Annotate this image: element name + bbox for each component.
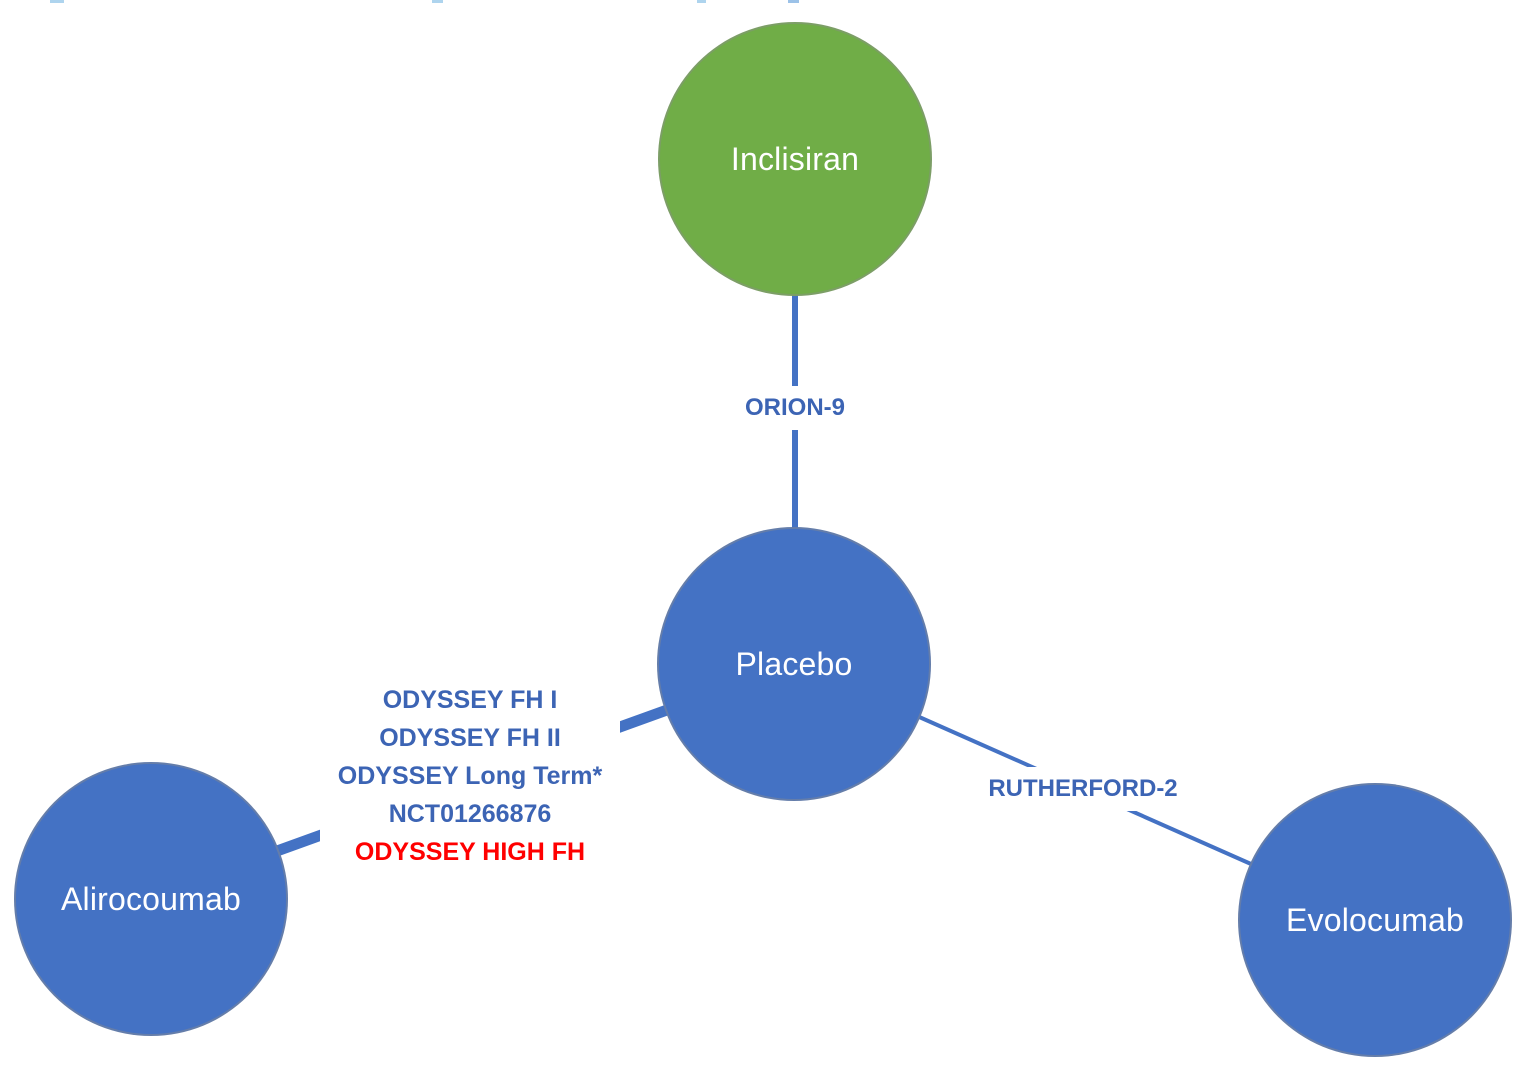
cropped-caption-fragment — [788, 0, 799, 3]
cropped-caption-fragment — [432, 0, 443, 3]
edge-label-orion-9: ORION-9 — [720, 386, 870, 430]
node-placebo: Placebo — [657, 527, 931, 801]
node-alirocoumab-label: Alirocoumab — [60, 880, 242, 917]
node-inclisiran-label: Inclisiran — [730, 140, 860, 177]
trial-label-odyssey-high-fh: ODYSSEY HIGH FH — [354, 838, 586, 866]
edge-label-rutherford-2: RUTHERFORD-2 — [963, 767, 1203, 811]
node-inclisiran: Inclisiran — [658, 22, 932, 296]
edge-label-orion-9-text: ORION-9 — [744, 394, 845, 421]
cropped-caption-fragment — [697, 0, 706, 3]
edge-label-odyssey-trials: ODYSSEY FH I ODYSSEY FH II ODYSSEY Long … — [320, 681, 620, 873]
trial-label-odyssey-fh-1: ODYSSEY FH I — [382, 686, 558, 714]
edge-label-rutherford-2-text: RUTHERFORD-2 — [988, 775, 1178, 802]
cropped-caption-fragment — [50, 0, 64, 3]
trial-label-nct01266876: NCT01266876 — [388, 800, 552, 828]
node-alirocoumab: Alirocoumab — [14, 762, 288, 1036]
trial-label-odyssey-long-term: ODYSSEY Long Term* — [337, 762, 603, 790]
node-evolocumab: Evolocumab — [1238, 783, 1512, 1057]
node-placebo-label: Placebo — [735, 645, 853, 682]
node-evolocumab-label: Evolocumab — [1285, 901, 1465, 938]
trial-label-odyssey-fh-2: ODYSSEY FH II — [379, 724, 561, 752]
